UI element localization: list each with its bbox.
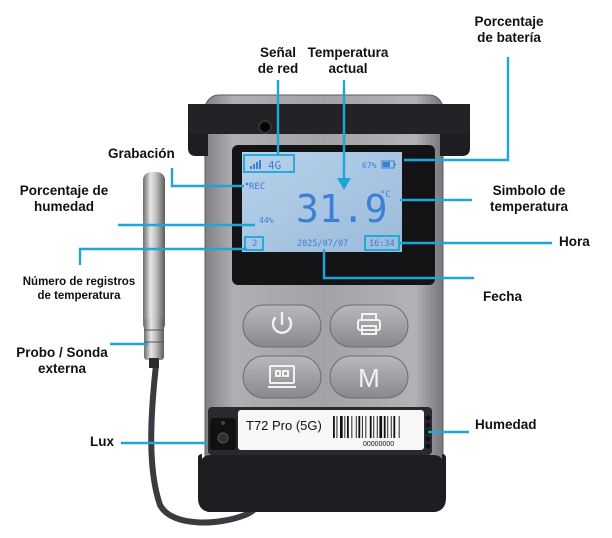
- highlight-boxes: [243, 154, 400, 251]
- lcd-temperature: 31.9: [296, 187, 388, 231]
- model-label: T72 Pro (5G): [246, 418, 322, 433]
- lcd-date: 2025/07/07: [297, 239, 348, 249]
- external-probe: [143, 172, 165, 332]
- humidity-sensor-vents: [425, 415, 431, 449]
- barcode-icon: [333, 416, 400, 438]
- lcd-battery-pct: 67%: [362, 161, 377, 170]
- serial-number: 00000000: [363, 441, 394, 448]
- printer-icon: [357, 313, 381, 335]
- lcd-rec: REC: [249, 182, 265, 192]
- lcd-network: 4G: [268, 159, 281, 172]
- label-recording: Grabación: [108, 146, 175, 161]
- label-lux: Lux: [90, 434, 115, 449]
- label-date: Fecha: [483, 289, 523, 304]
- label-humidity-sensor: Humedad: [475, 417, 537, 432]
- signal-bars-icon: [250, 160, 261, 169]
- power-button[interactable]: [242, 304, 322, 348]
- temperature-arrow-head: [337, 178, 351, 190]
- lcd-humidity: 44%: [259, 216, 274, 225]
- leader-lines: [78, 57, 552, 445]
- m-button[interactable]: [329, 355, 409, 399]
- label-time: Hora: [559, 234, 590, 249]
- m-button-icon: M: [358, 363, 380, 393]
- sensor-hole: [258, 120, 272, 134]
- lcd-time: 16:34: [369, 239, 395, 249]
- lcd-unit: °C: [380, 190, 391, 200]
- battery-icon: [381, 160, 396, 169]
- monitor-icon: [268, 365, 296, 388]
- power-icon: [271, 311, 293, 334]
- lcd-records: 2: [252, 239, 257, 249]
